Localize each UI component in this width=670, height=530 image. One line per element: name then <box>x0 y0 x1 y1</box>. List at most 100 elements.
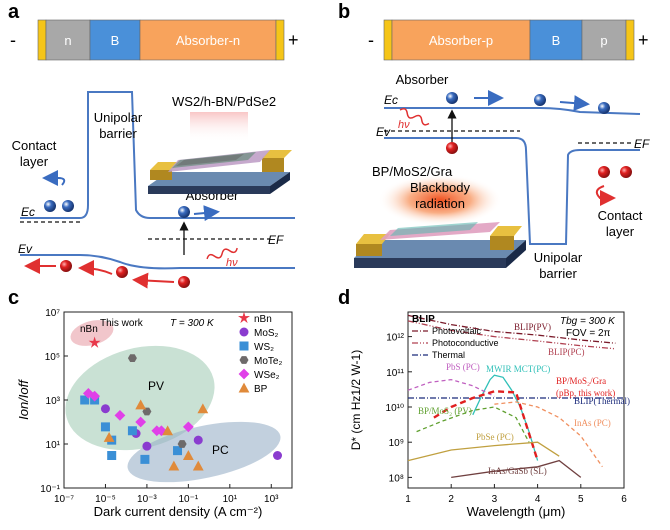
panel-a-conduction-band <box>20 91 295 219</box>
point-ws <box>100 422 110 432</box>
panel-a-barrier-label-2: barrier <box>99 126 137 141</box>
point-ws <box>140 454 150 464</box>
x-tick-label: 5 <box>578 494 584 505</box>
panel-a-substrate-top <box>148 172 290 186</box>
y-tick-label: 10³ <box>46 396 61 407</box>
x-tick-label: 4 <box>535 494 541 505</box>
panel-b-electron-1 <box>446 92 458 104</box>
panel-b-flake-mos2 <box>390 222 478 236</box>
curve-label-bp_mos2: BP/MoS₂/Gra <box>556 376 606 386</box>
curve-label-blip_pv: BLIP(PV) <box>514 322 551 332</box>
panel-a-electrode-right <box>262 150 292 158</box>
panel-b-contact-label-1: Contact <box>598 208 643 223</box>
panel-a-photon-wave <box>206 247 238 260</box>
legend-label-wse: WSe₂ <box>254 370 280 381</box>
y-tick-label: 10⁷ <box>45 308 60 319</box>
x-tick-label: 10⁻¹ <box>178 494 198 505</box>
condition-tbg: Tbg = 300 K <box>560 316 616 327</box>
series-line-bpmosgra <box>433 390 539 461</box>
y-tick-label: 10¹⁰ <box>386 403 404 414</box>
panel-a-reflect-arrow <box>42 170 66 186</box>
panel-b-electrode-right-side <box>490 236 514 250</box>
legend-marker-nbn <box>238 311 250 324</box>
point-mos <box>142 441 152 451</box>
panel-b-barrier-label-2: barrier <box>539 266 577 281</box>
panel-b-electrode-right <box>490 226 522 236</box>
panel-b-ef-label: EF <box>634 137 650 151</box>
condition-fov: FOV = 2π <box>566 328 611 339</box>
point-ws <box>173 446 183 456</box>
series-line-blippv <box>407 314 616 344</box>
panel-b-electrode-left <box>356 234 390 244</box>
legend-label-mote: MoTe₂ <box>254 356 282 367</box>
x-axis-label: Wavelength (μm) <box>467 504 566 519</box>
panel-b-valence-band <box>384 137 640 245</box>
panel-b-barrier-label-1: Unipolar <box>534 250 583 265</box>
legend-marker-mos <box>239 327 249 337</box>
x-tick-label: 6 <box>621 494 627 505</box>
y-axis-label: Ion/Ioff <box>16 379 31 420</box>
x-tick-label: 10¹ <box>223 494 238 505</box>
panel-b-substrate-edge <box>506 240 526 268</box>
panel-a-letter: a <box>8 1 20 23</box>
panel-b-p-layer <box>581 19 627 61</box>
panel-a-electrode-left-side <box>150 170 172 180</box>
point-bp <box>168 460 180 471</box>
series-line-blippc <box>407 320 616 350</box>
panel-b-band-diagram: Ec Ev EF Absorber hν BP/MoS2/Gra Unipola… <box>372 72 650 281</box>
panel-a-electron-2 <box>62 200 74 212</box>
point-bp <box>197 403 209 414</box>
point-wse <box>114 409 126 421</box>
panel-b-hole-2 <box>598 166 610 178</box>
panel-b-electron-arrow-2 <box>559 95 590 112</box>
point-mote <box>127 354 137 363</box>
legend-label: Thermal <box>432 350 465 360</box>
panel-a-contact-label-2: layer <box>20 154 49 169</box>
x-tick-label: 2 <box>448 494 454 505</box>
panel-b-blackbody-label-1: Blackbody <box>410 180 470 195</box>
legend-marker-wse <box>238 368 250 380</box>
panel-a-hole-2 <box>116 266 128 278</box>
panel-b-letter: b <box>338 1 350 23</box>
panel-a-material-label: WS2/h-BN/PdSe2 <box>172 94 276 109</box>
point-nbn <box>88 336 101 348</box>
x-tick-label: 1 <box>405 494 411 505</box>
panel-c-letter: c <box>8 287 19 309</box>
panel-a-layer-stack: n B Absorber-n <box>37 19 285 61</box>
panel-a-contact-right <box>275 19 285 61</box>
legend-title: BLIP <box>412 314 435 325</box>
panel-a-electrode-right-side <box>262 158 284 172</box>
panel-b-plus: + <box>638 30 649 50</box>
panel-b-hole-1 <box>446 142 458 154</box>
y-tick-label: 10¹² <box>386 333 404 344</box>
point-bp <box>182 450 194 461</box>
point-mos <box>273 451 283 461</box>
point-bp <box>135 399 147 410</box>
legend-label-nbn: nBn <box>254 314 272 325</box>
panel-b-electron-3 <box>598 102 610 114</box>
y-tick-label: 10⁵ <box>45 352 60 363</box>
point-bp <box>192 460 204 471</box>
panel-b-ec-label: Ec <box>384 93 398 107</box>
legend-marker-bp <box>238 382 250 393</box>
panel-b-substrate-top <box>354 240 526 258</box>
panel-a-hole-arrow-3 <box>132 272 175 289</box>
panel-b-substrate-side <box>354 258 506 268</box>
point-ws <box>107 451 117 461</box>
panel-b-layer-p: p <box>600 33 607 48</box>
panel-b-layer-absorber: Absorber-p <box>429 33 493 48</box>
x-tick-label: 3 <box>492 494 498 505</box>
panel-b-hole-reflect-arrow <box>595 185 616 206</box>
x-tick-label: 10⁻³ <box>137 494 157 505</box>
panel-a-flake-ws2 <box>176 154 244 166</box>
point-ws <box>80 395 90 405</box>
this-work-label: This work <box>100 318 144 329</box>
point-wse <box>182 421 194 433</box>
curve-label-blip_thermal: BLIP(Thermal) <box>574 396 630 406</box>
panel-a-valence-band <box>20 254 295 270</box>
panel-b-hole-3 <box>620 166 632 178</box>
panel-d-letter: d <box>338 287 350 309</box>
y-tick-label: 10¹¹ <box>386 368 404 379</box>
